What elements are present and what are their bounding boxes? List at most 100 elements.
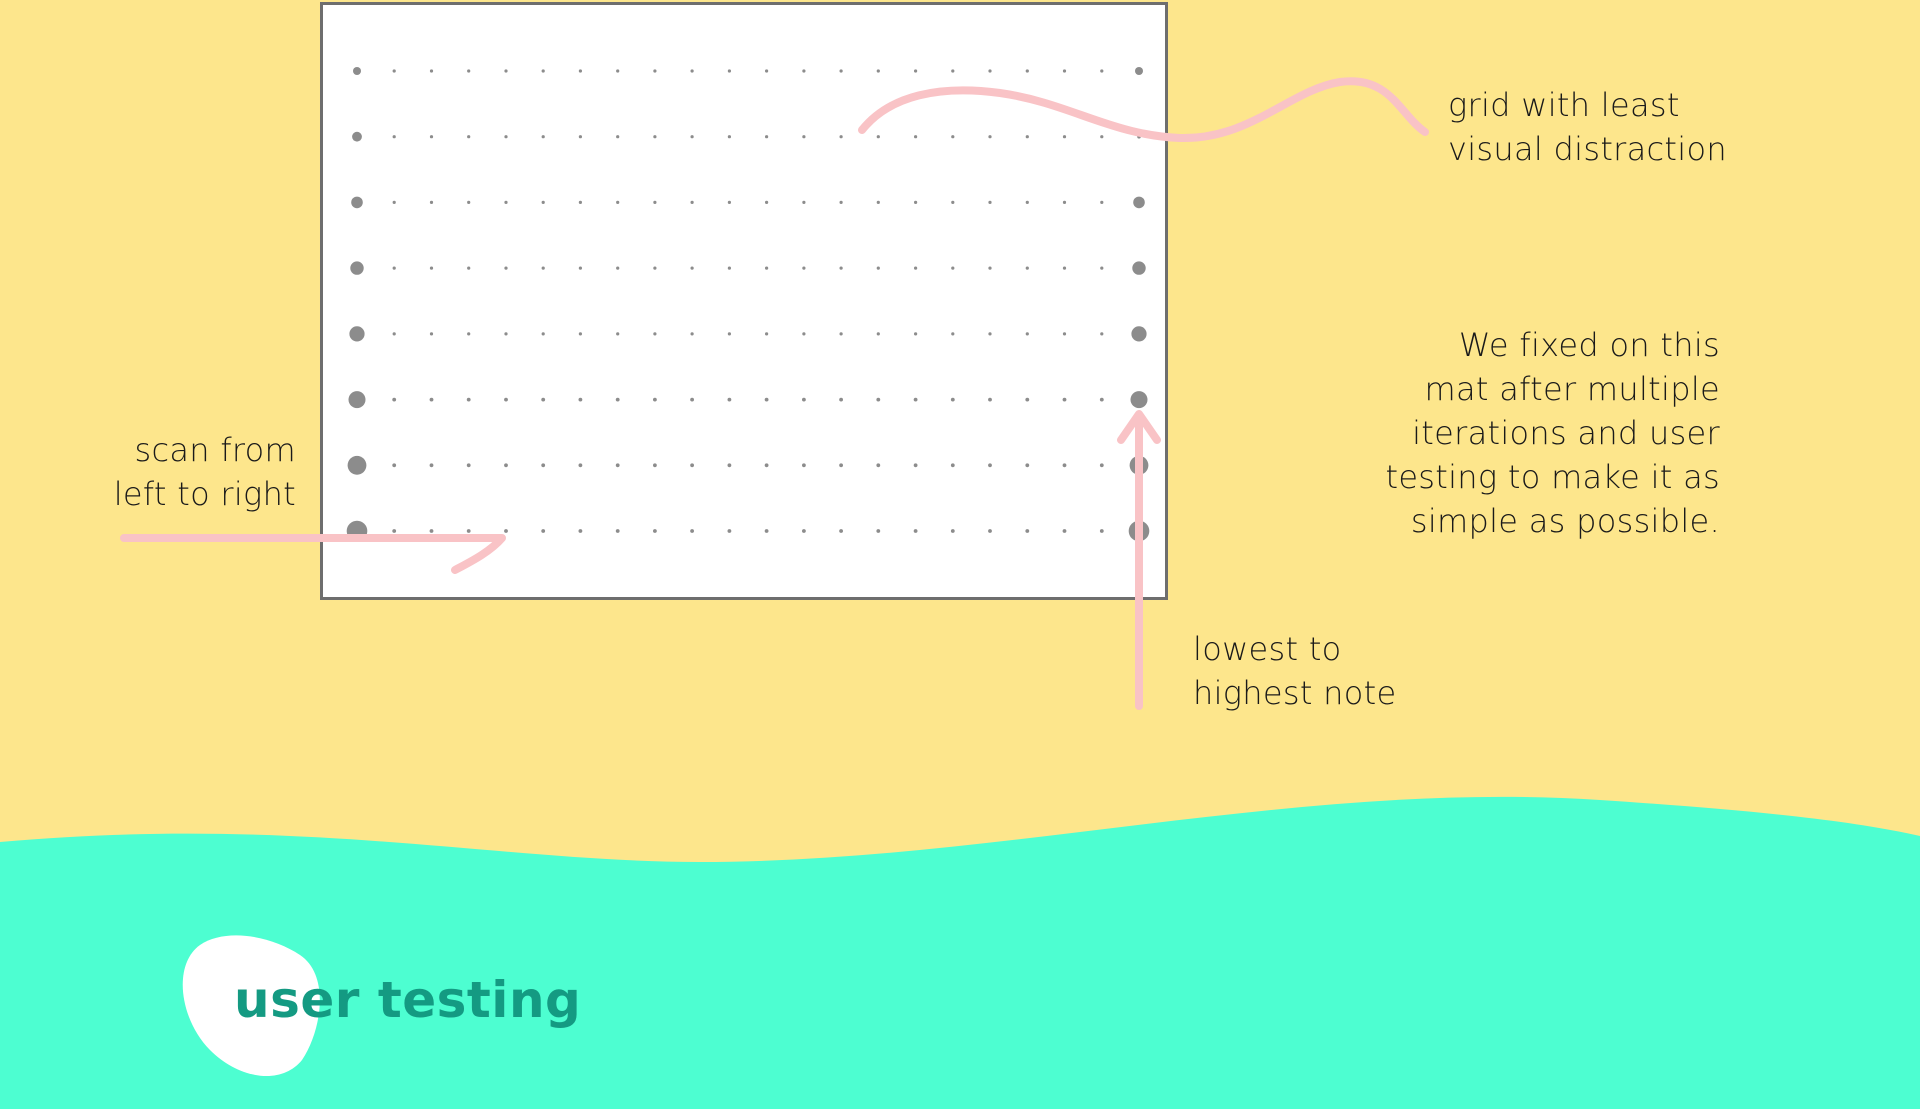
grid-dot — [348, 391, 366, 409]
grid-dot — [913, 397, 918, 402]
grid-dot — [467, 69, 471, 73]
grid-dot — [653, 135, 657, 139]
grid-dot — [653, 529, 657, 533]
grid-dot — [504, 69, 508, 73]
grid-dot — [541, 69, 545, 73]
grid-dot — [727, 529, 732, 533]
grid-dot — [765, 332, 769, 336]
grid-dot — [615, 397, 620, 402]
grid-dot — [615, 529, 620, 533]
grid-dot — [578, 69, 582, 73]
grid-dot — [541, 332, 545, 336]
grid-dot — [988, 397, 992, 402]
grid-dot — [429, 463, 434, 468]
grid-dot — [616, 266, 620, 270]
note-grid: grid with least visual distraction — [1448, 83, 1727, 171]
grid-dot — [802, 135, 806, 139]
grid-dot — [802, 69, 806, 73]
grid-dot — [392, 200, 396, 204]
grid-dot — [1130, 391, 1148, 409]
note-line: We fixed on this — [1458, 326, 1720, 364]
grid-dot — [504, 463, 508, 468]
grid-dot — [802, 200, 806, 204]
grid-dot — [429, 200, 434, 204]
grid-dot — [615, 463, 620, 468]
grid-dot — [578, 200, 582, 204]
grid-dot — [1062, 69, 1067, 73]
grid-dot — [1062, 200, 1067, 204]
grid-dot — [541, 200, 545, 204]
grid-dot — [1025, 332, 1029, 336]
grid-dot — [1100, 69, 1104, 73]
grid-dot — [347, 455, 367, 475]
section-title: user testing — [234, 971, 582, 1029]
grid-dot — [392, 332, 396, 336]
grid-dot — [1131, 326, 1147, 342]
grid-dot — [727, 135, 731, 139]
grid-dot — [1025, 266, 1029, 270]
grid-dot — [504, 200, 508, 204]
grid-dot — [392, 463, 397, 468]
note-pitch-direction: lowest to highest note — [1193, 627, 1396, 715]
grid-dot — [1025, 529, 1030, 533]
grid-dot — [914, 69, 918, 73]
note-line: visual distraction — [1448, 130, 1727, 168]
grid-dot — [653, 266, 657, 270]
grid-dot — [467, 332, 471, 336]
grid-dot — [690, 69, 694, 73]
grid-dot — [653, 200, 657, 204]
grid-dot — [392, 529, 397, 533]
grid-dot — [839, 332, 843, 336]
grid-dot — [466, 463, 471, 468]
grid-dot — [914, 332, 918, 336]
grid-dot — [764, 397, 769, 402]
note-line: iterations and user — [1412, 414, 1720, 452]
grid-dot — [351, 196, 363, 209]
grid-dot — [578, 332, 582, 336]
note-line: scan from — [134, 431, 296, 469]
grid-dot — [988, 69, 992, 73]
grid-dot — [1128, 520, 1150, 542]
grid-dot — [876, 463, 881, 468]
grid-dot — [429, 135, 434, 139]
grid-dot — [690, 332, 694, 336]
grid-dot — [950, 529, 955, 533]
grid-dot — [429, 69, 434, 73]
note-final-mat: We fixed on this mat after multiple iter… — [1330, 323, 1720, 543]
grid-dot — [988, 463, 992, 468]
grid-dot — [913, 463, 918, 468]
grid-dot — [839, 397, 843, 402]
note-line: testing to make it as — [1385, 458, 1720, 496]
grid-dot — [802, 529, 806, 533]
grid-dot — [914, 266, 918, 270]
grid-dot — [876, 135, 880, 139]
note-line: highest note — [1193, 674, 1397, 712]
grid-dot — [1099, 463, 1104, 468]
grid-dot — [1025, 200, 1029, 204]
grid-dot — [988, 332, 992, 336]
grid-dot — [466, 397, 471, 402]
grid-dot — [1135, 67, 1143, 75]
grid-dot — [467, 135, 471, 139]
grid-dot — [353, 67, 361, 75]
grid-dot — [1100, 266, 1104, 270]
note-line: simple as possible. — [1410, 502, 1720, 540]
grid-dot — [1100, 200, 1104, 204]
grid-dot — [653, 463, 657, 468]
grid-dot — [1137, 134, 1141, 139]
grid-dot — [541, 463, 546, 468]
grid-dot — [541, 266, 545, 270]
dot-grid — [346, 67, 1150, 542]
grid-dot — [1099, 529, 1104, 533]
grid-dot — [839, 463, 843, 468]
grid-dot — [951, 135, 955, 139]
grid-dot — [727, 69, 731, 73]
grid-dot — [690, 397, 694, 402]
grid-dot — [1099, 397, 1104, 402]
grid-dot — [765, 200, 769, 204]
grid-dot — [1133, 196, 1145, 209]
grid-dot — [951, 200, 955, 204]
grid-dot — [1062, 332, 1067, 336]
grid-dot — [429, 332, 434, 336]
